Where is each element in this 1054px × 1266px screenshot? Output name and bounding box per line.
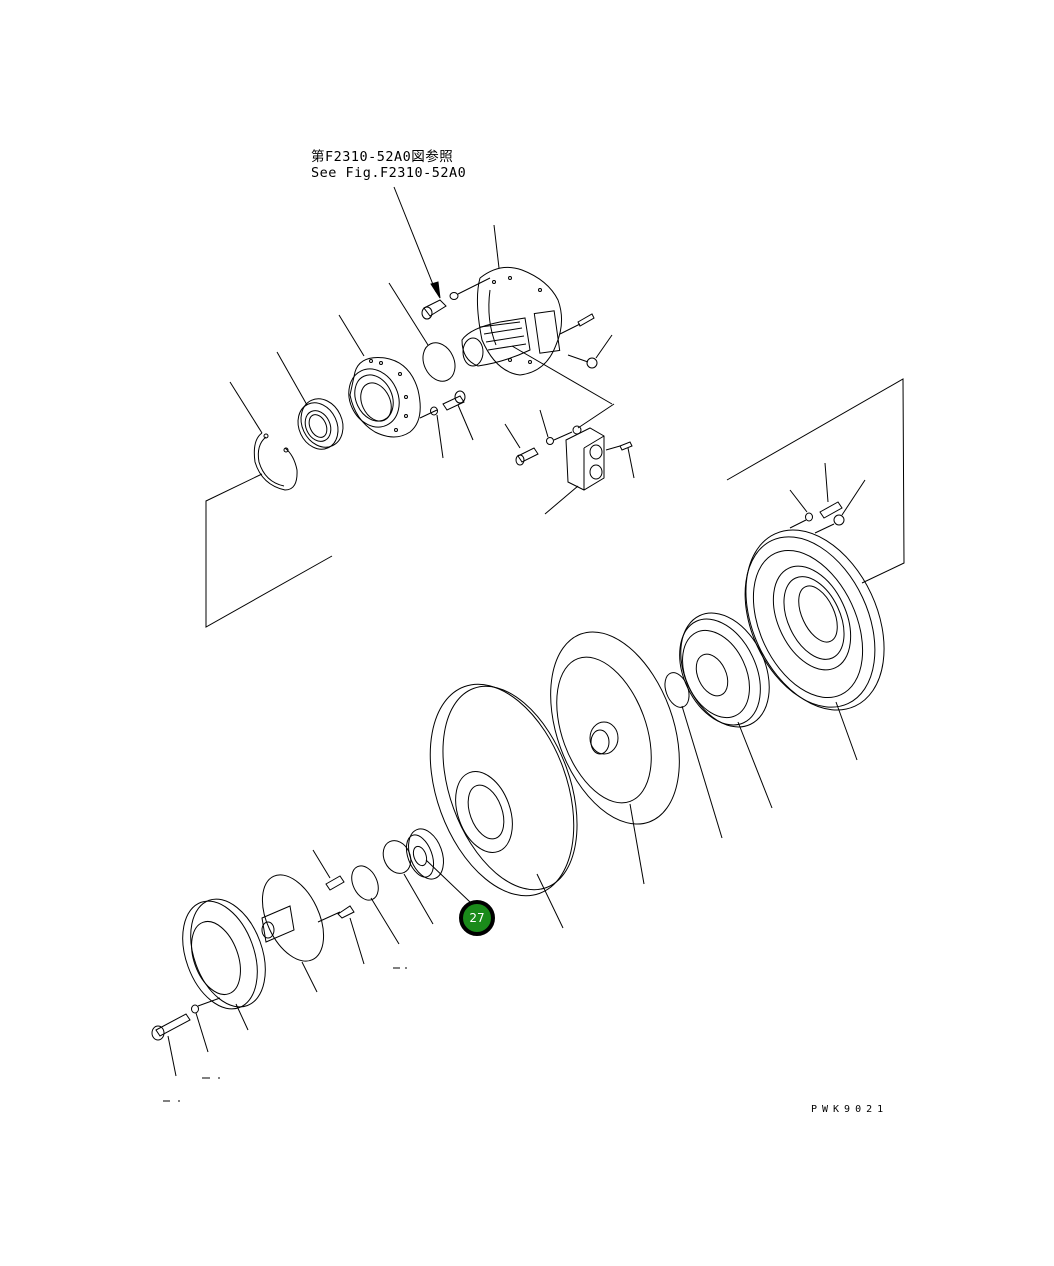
- figure-reference-en: See Fig.F2310-52A0: [311, 165, 467, 181]
- housing-bolts-right: [789, 462, 866, 534]
- retainer-bolt: [419, 390, 474, 459]
- reference-arrow: [393, 186, 441, 299]
- seal-ring: [382, 840, 434, 925]
- hub-part: [405, 828, 471, 903]
- snap-ring-upper: [229, 381, 298, 491]
- flange-bolt: [151, 997, 221, 1077]
- snap-ring-lower: [351, 865, 400, 945]
- converter-housing: [744, 529, 885, 761]
- bearing-retainer: [338, 314, 421, 438]
- callout-27[interactable]: 27: [459, 900, 495, 936]
- drawing-code: PWK9021: [811, 1104, 889, 1115]
- ring-gear: [182, 898, 266, 1031]
- turbine: [679, 612, 773, 809]
- impeller: [550, 631, 680, 885]
- dowel-pin-upper: [559, 313, 595, 335]
- leader-line: [511, 345, 613, 405]
- figure-reference-jp: 第F2310-52A0図参照: [311, 149, 454, 165]
- valve-block: [544, 403, 635, 515]
- assembly-bracket-right: [726, 378, 905, 584]
- drive-case: [429, 683, 578, 929]
- shaft-flange: [261, 874, 325, 993]
- valve-block-bolt: [504, 409, 573, 466]
- o-ring: [388, 282, 456, 382]
- assembly-bracket-left: [205, 473, 333, 628]
- snap-ring-right: [664, 672, 723, 839]
- figure-reference-note: 第F2310-52A0図参照 See Fig.F2310-52A0: [311, 149, 466, 181]
- housing-bolt: [421, 277, 491, 320]
- bearing: [276, 351, 344, 450]
- pump-housing: [461, 224, 562, 376]
- plug-bolt: [567, 334, 613, 369]
- label-placeholders: [163, 967, 407, 1102]
